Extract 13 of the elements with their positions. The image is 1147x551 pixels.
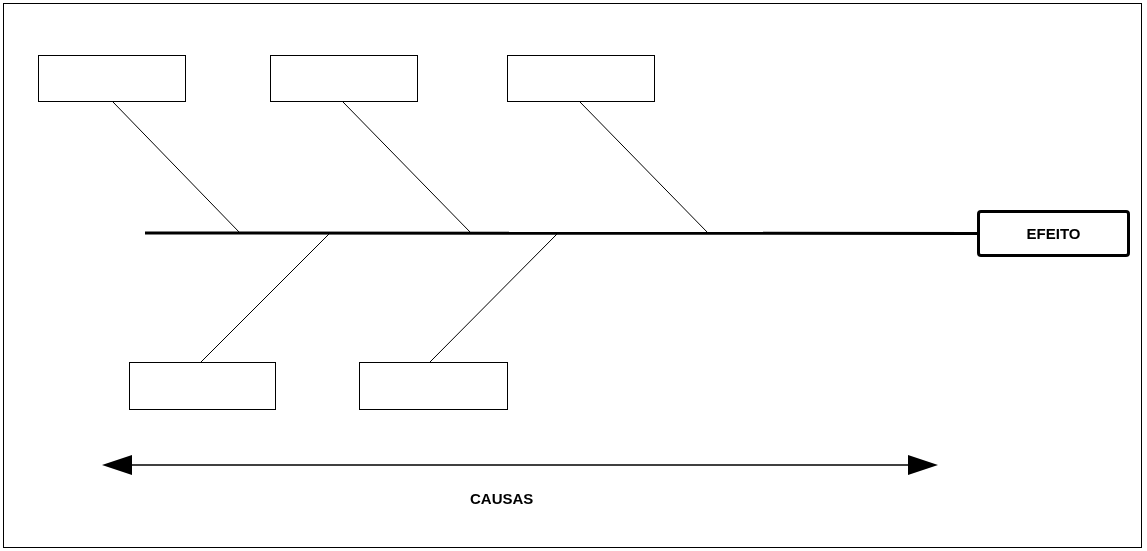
cause-box [270, 55, 418, 102]
bone-line [579, 101, 709, 234]
cause-box [359, 362, 508, 410]
cause-box [38, 55, 186, 102]
spine-line [145, 231, 977, 235]
axis-label: CAUSAS [470, 490, 534, 507]
bone-line [200, 232, 331, 363]
bone-line [429, 232, 559, 363]
bone-line [112, 101, 241, 234]
cause-box [129, 362, 276, 410]
bone-line [342, 101, 472, 234]
effect-box: EFEITO [977, 210, 1130, 257]
cause-box [507, 55, 655, 102]
